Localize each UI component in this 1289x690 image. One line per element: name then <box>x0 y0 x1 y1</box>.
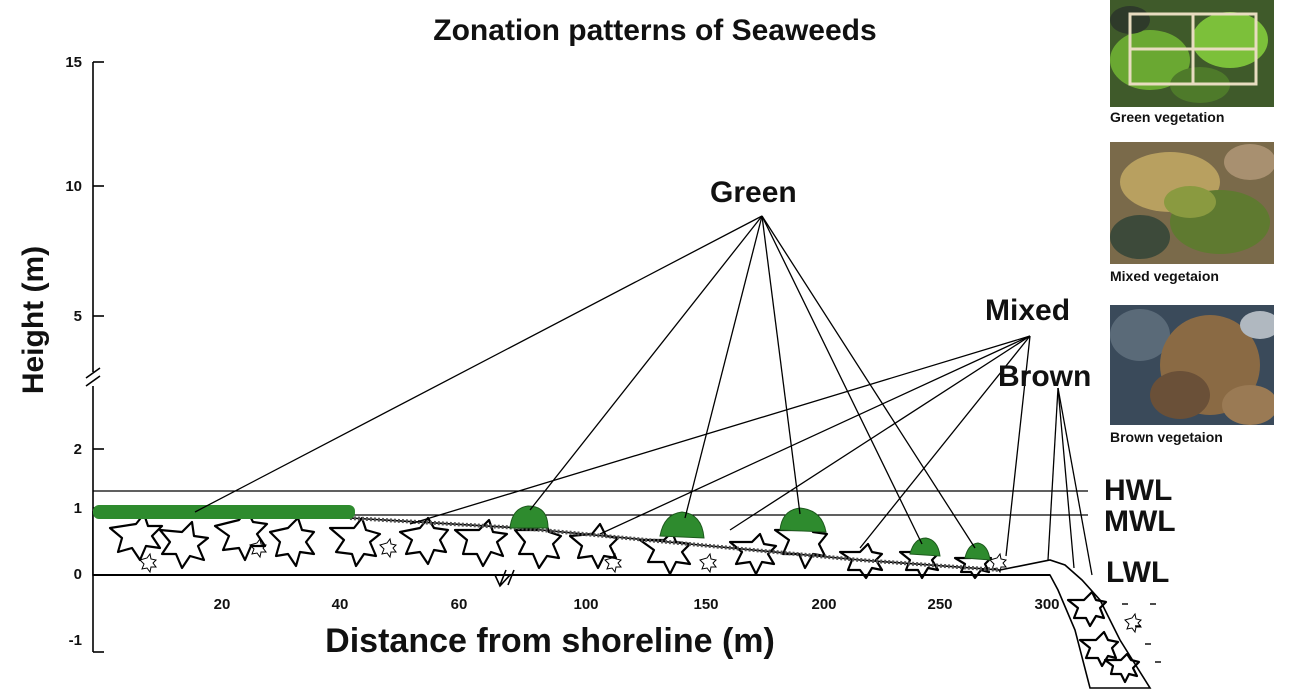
green-vegetation-panel: Green vegetation <box>1110 0 1274 130</box>
photo-caption: Brown vegetaion <box>1110 429 1223 445</box>
y-tick-label: 1 <box>73 500 82 517</box>
x-tick-label: 200 <box>811 596 837 613</box>
brown-algae-photo <box>1110 305 1274 425</box>
green-callout-lines <box>194 215 976 549</box>
green-seaweed-band <box>93 505 355 519</box>
y-tick-label: 2 <box>73 441 82 458</box>
y-tick-label: 0 <box>73 566 82 583</box>
y-tick-label: 10 <box>65 178 82 195</box>
mixed-vegetation-panel: Mixed vegetaion <box>1110 142 1274 288</box>
x-tick-label: 150 <box>693 596 719 613</box>
x-tick-label: 20 <box>213 596 231 613</box>
brown-vegetation-panel: Brown vegetaion <box>1110 305 1274 447</box>
green-seaweed-clumps <box>509 505 991 561</box>
mixed-callout-label: Mixed <box>985 294 1071 327</box>
mixed-callout-lines <box>409 335 1031 557</box>
lwl-label: LWL <box>1106 556 1170 589</box>
brown-callout-lines <box>1047 387 1093 576</box>
photo-caption: Green vegetation <box>1110 109 1225 125</box>
subtidal-dashes <box>1122 603 1161 663</box>
diagram-title: Zonation patterns of Seaweeds <box>433 14 877 47</box>
x-axis-label: Distance from shoreline (m) <box>325 622 775 660</box>
x-axis-break <box>499 569 515 586</box>
brown-callout-label: Brown <box>998 360 1092 393</box>
x-tick-label: 100 <box>573 596 599 613</box>
x-tick-label: 300 <box>1034 596 1060 613</box>
mixed-algae-photo <box>1110 142 1274 264</box>
photo-caption: Mixed vegetaion <box>1110 268 1219 284</box>
hwl-label: HWL <box>1104 474 1173 507</box>
x-tick-label: 60 <box>450 596 468 613</box>
quadrat-green-algae-photo <box>1110 0 1274 107</box>
y-tick-label: -1 <box>68 632 82 649</box>
x-tick-label: 250 <box>927 596 953 613</box>
brown-algae-fringe <box>349 516 1001 572</box>
mwl-label: MWL <box>1104 505 1176 538</box>
y-tick-label: 15 <box>65 54 82 71</box>
y-tick-label: 5 <box>73 308 82 325</box>
x-tick-label: 40 <box>331 596 349 613</box>
green-callout-label: Green <box>710 176 797 209</box>
